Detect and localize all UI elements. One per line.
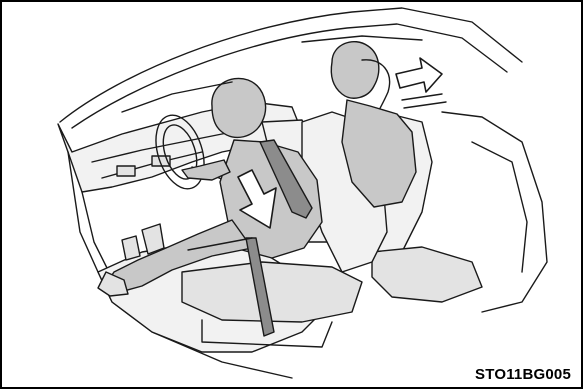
driver-seat-cushion	[182, 262, 362, 322]
figure-code: STO11BG005	[473, 366, 573, 384]
windshield-frame	[60, 8, 522, 122]
air-vent	[117, 166, 135, 176]
pedal	[122, 236, 140, 260]
passenger-seat-cushion	[372, 247, 482, 302]
pedal	[142, 224, 164, 254]
rearward-arrow	[396, 58, 442, 92]
